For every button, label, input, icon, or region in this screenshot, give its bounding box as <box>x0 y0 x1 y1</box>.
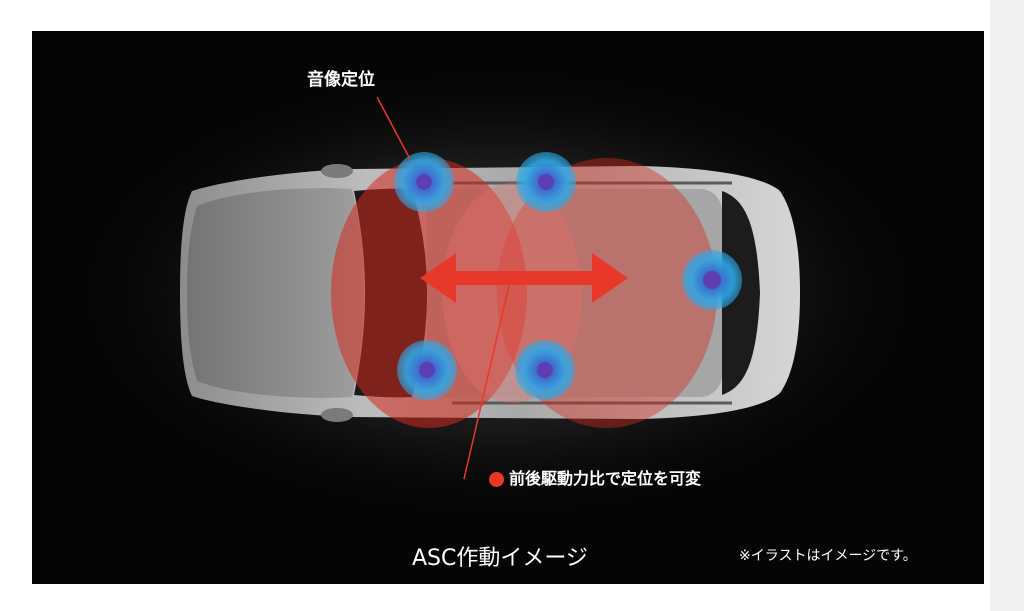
double-arrow-icon <box>420 253 628 303</box>
asc-illustration: 音像定位 前後駆動力比で定位を可変 ASC作動イメージ ※イラストはイメージです… <box>32 31 984 584</box>
car-top-view-illustration <box>67 63 927 523</box>
sound-label-leader-line <box>376 96 411 160</box>
drive-label-leader-line <box>463 280 511 480</box>
front-right-speaker-icon <box>397 340 457 400</box>
figure-caption: ASC作動イメージ <box>412 546 588 571</box>
drive-ratio-label: 前後駆動力比で定位を可変 <box>489 471 701 487</box>
front-sound-field <box>331 158 527 428</box>
red-dot-icon <box>489 471 504 487</box>
sound-image-label: 音像定位 <box>307 70 375 90</box>
drive-ratio-text: 前後駆動力比で定位を可変 <box>509 469 702 488</box>
page-margin <box>990 0 1024 611</box>
tailgate-speaker-icon <box>682 250 742 310</box>
illustration-note: ※イラストはイメージです。 <box>739 548 917 564</box>
rear-left-speaker-icon <box>516 152 576 212</box>
front-left-speaker-icon <box>394 152 454 212</box>
rear-right-speaker-icon <box>515 340 575 400</box>
